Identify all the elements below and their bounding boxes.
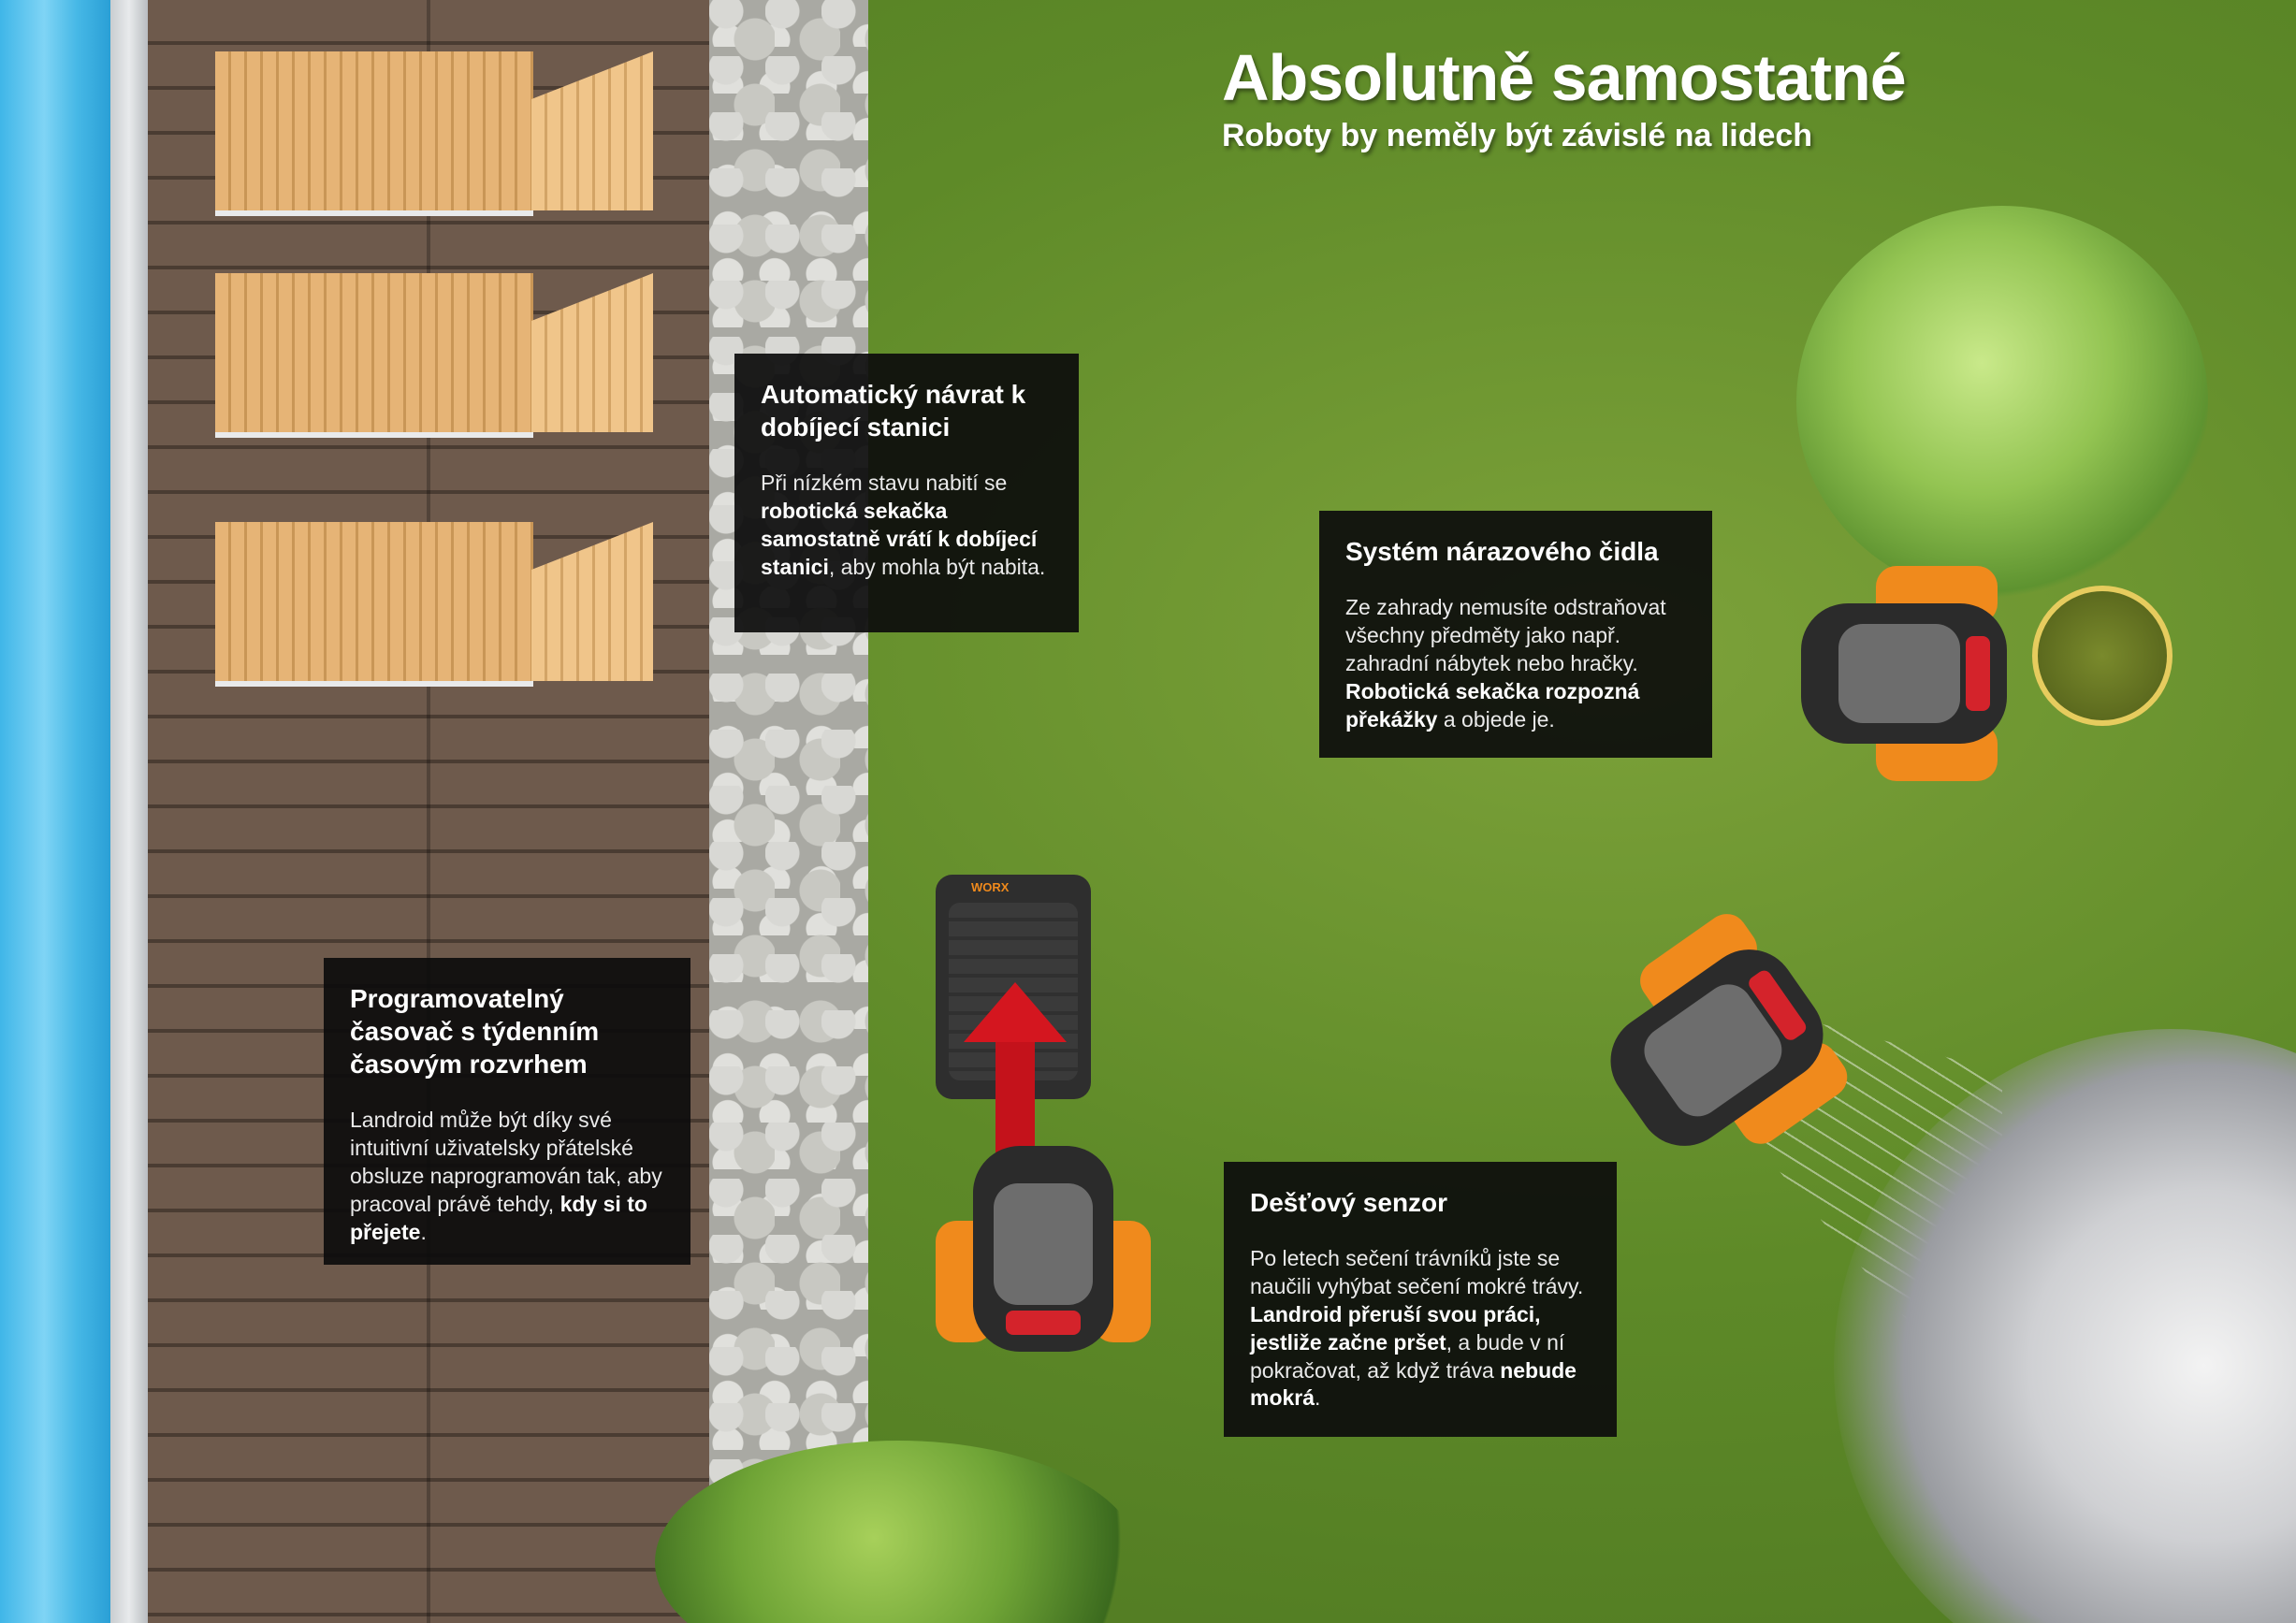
mower-bumper [1966,636,1990,711]
info-box-text: Při nízkém stavu nabití se robotická sek… [761,470,1053,582]
text-run: , aby mohla být nabita. [828,554,1046,579]
mower-bumper [1006,1311,1081,1335]
lounger-bed [215,522,533,687]
pool-edge [110,0,148,1623]
sun-lounger [215,51,655,220]
lounger-bed [215,273,533,438]
mower-shell [994,1183,1093,1305]
text-run: Landroid může být díky své intuitivní už… [350,1108,662,1216]
page-title: Absolutně samostatné [1222,41,1907,114]
stone-path [709,0,868,1623]
arrow-head [964,982,1067,1042]
swimming-pool [0,0,110,1623]
info-box-rain: Dešťový senzor Po letech sečení trávníků… [1224,1162,1617,1437]
text-bold: nebude mokrá [1250,1357,1577,1411]
text-run: . [420,1219,427,1244]
return-arrow-icon [964,982,1067,1179]
info-box-title: Automatický návrat k dobíjecí stanici [761,380,1026,442]
sun-lounger [215,273,655,442]
station-brand: WORX [971,880,1010,894]
info-box-return: Automatický návrat k dobíjecí stanici Př… [734,354,1079,632]
text-bold: Landroid přeruší svou práci, jestliže za… [1250,1301,1541,1355]
text-run: . [1315,1385,1321,1411]
mower-shell [1838,624,1960,723]
lounger-bed [215,51,533,216]
text-run: Po letech sečení trávníků jste se naučil… [1250,1246,1584,1298]
info-box-bump: Systém nárazového čidla Ze zahrady nemus… [1319,511,1712,758]
shrub [655,1441,1141,1623]
robot-mower [1801,566,2007,781]
text-run: Ze zahrady nemusíte odstraňovat všechny … [1345,595,1666,675]
wooden-deck [148,0,709,1623]
text-bold: kdy si to přejete [350,1191,647,1244]
plant-pot [2032,586,2172,726]
info-box-timer: Programovatelný časovač s týdenním časov… [324,958,690,1265]
info-box-title: Systém nárazového čidla [1345,537,1659,566]
text-run: Při nízkém stavu nabití se [761,471,1008,495]
text-run: a objede je. [1437,706,1555,732]
info-box-text: Po letech sečení trávníků jste se naučil… [1250,1245,1591,1413]
info-box-title: Programovatelný časovač s týdenním časov… [350,984,600,1079]
info-box-title: Dešťový senzor [1250,1188,1448,1217]
page-subtitle: Roboty by neměly být závislé na lidech [1222,118,1813,153]
tree [1796,206,2208,599]
text-bold: robotická sekačka samostatně vrátí k dob… [761,498,1038,579]
lounger-back [531,51,653,210]
lounger-back [531,522,653,681]
lounger-back [531,273,653,432]
robot-mower [936,1146,1151,1352]
text-run: , a bude v ní pokračovat, až když tráva [1250,1329,1565,1383]
text-bold: Robotická sekačka rozpozná překážky [1345,678,1640,732]
info-box-text: Landroid může být díky své intuitivní už… [350,1107,664,1246]
sun-lounger [215,522,655,690]
info-box-text: Ze zahrady nemusíte odstraňovat všechny … [1345,594,1686,733]
page-heading: Absolutně samostatné Roboty by neměly bý… [1222,41,1907,154]
